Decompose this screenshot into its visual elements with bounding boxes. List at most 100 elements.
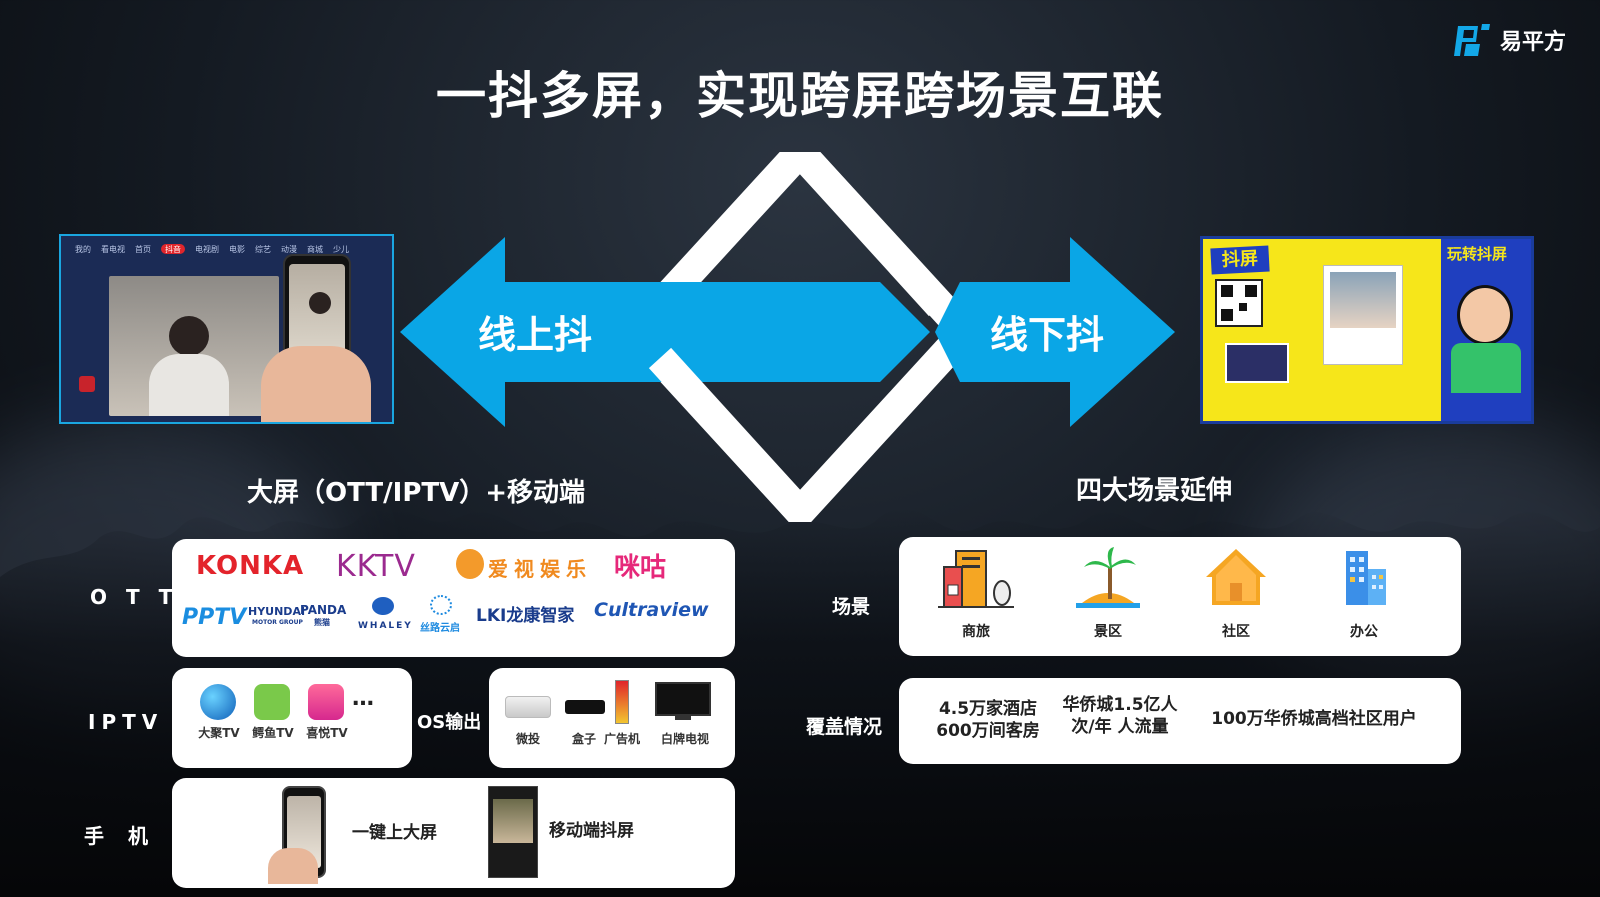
iptv-label: IPTV	[88, 710, 164, 734]
panda-sub: 熊猫	[314, 618, 330, 627]
kktv-logo: KKTV	[336, 549, 416, 584]
logo-text: 易平方	[1499, 30, 1566, 55]
offline-arrow-label: 线下抖	[990, 313, 1105, 357]
scene-business-travel: 商旅	[931, 545, 1021, 641]
ad-kiosk-icon	[615, 680, 629, 724]
diamond-front-left	[648, 347, 812, 523]
device-caption: 盒子	[571, 732, 596, 746]
qr-code-icon	[1215, 279, 1263, 327]
tv-nav-bar: 我的 看电视 首页 抖音 电视剧 电影 综艺 动漫 商城 少儿	[61, 236, 392, 262]
right-arrow	[935, 237, 1175, 427]
tv-nav-item: 综艺	[255, 245, 271, 254]
lki-logo: LKI龙康智家	[476, 606, 575, 626]
poster-brand: 抖屏	[1210, 245, 1270, 275]
scene-caption: 景区	[1094, 624, 1122, 640]
eyu-tv-icon	[254, 684, 290, 720]
pptv-logo: PPTV	[182, 605, 247, 630]
set-top-box-icon	[565, 700, 605, 714]
logo-mark-icon	[1452, 22, 1492, 58]
aishi-logo: 爱视娱乐	[488, 557, 592, 581]
poster-slogan: 玩转抖屏	[1447, 245, 1508, 263]
ott-label: O T T	[90, 585, 179, 609]
left-section-heading: 大屏（OTT/IPTV）+移动端	[247, 478, 586, 508]
app-caption: 喜悦TV	[306, 726, 348, 740]
coverage-community: 100万华侨城高档社区用户	[1199, 708, 1429, 730]
coverage-label: 覆盖情况	[806, 716, 883, 738]
scene-caption: 商旅	[962, 624, 990, 640]
tv-nav-item: 抖音	[161, 244, 185, 254]
tv-stand	[675, 716, 691, 720]
phone-hand	[268, 848, 318, 884]
cultraview-logo: Cultraview	[594, 599, 709, 621]
iptv-app-card: 大聚TV 鳄鱼TV 喜悦TV …	[172, 668, 412, 768]
coverage-line: 100万华侨城高档社区用户	[1211, 709, 1417, 729]
one-click-cast-label: 一键上大屏	[352, 823, 437, 843]
central-diagram: 线上抖 线下抖	[400, 129, 1200, 535]
device-caption: 微投	[515, 732, 540, 746]
tv-set-icon	[655, 682, 711, 716]
hand-image	[261, 346, 371, 422]
coverage-hotels: 4.5万家酒店 600万间客房	[923, 698, 1053, 742]
hyundai-sub: MOTOR GROUP	[252, 619, 303, 626]
whaley-icon	[372, 597, 394, 615]
scene-office: 办公	[1319, 545, 1409, 641]
tv-nav-item: 我的	[75, 245, 91, 254]
online-arrow-label: 线上抖	[478, 313, 593, 357]
tv-nav-item: 商城	[307, 245, 323, 254]
poster-stage-photo	[1225, 343, 1289, 383]
palm-island-icon	[1076, 547, 1140, 608]
daju-tv-icon	[200, 684, 236, 720]
coverage-octcity: 华侨城1.5亿人 次/年 人流量	[1045, 694, 1195, 738]
device-caption: 广告机	[603, 732, 640, 746]
silu-globe-icon	[430, 595, 452, 615]
scene-caption: 办公	[1350, 624, 1378, 640]
coverage-line: 次/年 人流量	[1071, 717, 1169, 737]
brand-logo: 易平方	[1452, 22, 1566, 58]
tv-screen-image: 我的 看电视 首页 抖音 电视剧 电影 综艺 动漫 商城 少儿	[59, 234, 394, 424]
diamond-front-right	[788, 141, 952, 317]
ott-brand-card: KONKA KKTV 爱视娱乐 咪咕 PPTV HYUNDAI MOTOR GR…	[172, 539, 735, 657]
app-caption: 鳄鱼TV	[252, 726, 294, 740]
phone-person-head	[309, 292, 331, 314]
hyundai-logo: HYUNDAI	[248, 605, 306, 618]
device-caption: 白牌电视	[660, 732, 709, 746]
diamond-arrows-graphic	[400, 129, 1175, 535]
tv-nav-item: 看电视	[101, 245, 125, 254]
tv-nav-item: 少儿	[333, 245, 349, 254]
hotel-building-icon	[938, 550, 1014, 608]
person-body	[149, 354, 229, 416]
device-card: 微投 盒子 广告机 白牌电视	[489, 668, 735, 768]
konka-logo: KONKA	[196, 551, 305, 581]
whaley-logo: WHALEY	[358, 621, 413, 631]
mobile-doupin-label: 移动端抖屏	[549, 821, 634, 841]
tv-corner-badge	[79, 376, 95, 392]
mobile-doupin-image	[488, 786, 538, 878]
silu-logo: 丝路云启	[420, 623, 460, 634]
scene-scenic-area: 景区	[1063, 545, 1153, 641]
coverage-card: 4.5万家酒店 600万间客房 华侨城1.5亿人 次/年 人流量 100万华侨城…	[899, 678, 1461, 764]
right-section-heading: 四大场景延伸	[1076, 476, 1233, 506]
aishi-mascot-icon	[456, 549, 484, 579]
app-caption: 大聚TV	[198, 726, 240, 740]
coverage-line: 华侨城1.5亿人	[1062, 695, 1178, 715]
page-title: 一抖多屏，实现跨屏跨场景互联	[436, 67, 1164, 125]
cartoon-face	[1457, 285, 1513, 345]
coverage-line: 4.5万家酒店	[938, 699, 1038, 719]
projector-icon	[505, 696, 551, 718]
mobile-label: 手 机	[84, 824, 150, 848]
left-arrow	[400, 237, 930, 427]
scenes-label: 场景	[832, 596, 871, 618]
person-head	[169, 316, 209, 356]
offline-poster-image: 抖屏 玩转抖屏	[1200, 236, 1534, 424]
poster-photo-card	[1323, 265, 1403, 365]
xiyue-tv-icon	[308, 684, 344, 720]
migu-logo: 咪咕	[614, 553, 667, 583]
os-output-label: OS输出	[417, 712, 482, 733]
tv-nav-item: 电影	[229, 245, 245, 254]
scene-caption: 社区	[1222, 624, 1250, 640]
tv-nav-item: 首页	[135, 245, 151, 254]
house-icon	[1206, 549, 1266, 605]
mobile-card: 一键上大屏 移动端抖屏	[172, 778, 735, 888]
tv-video-frame	[109, 276, 279, 416]
scene-community: 社区	[1191, 545, 1281, 641]
